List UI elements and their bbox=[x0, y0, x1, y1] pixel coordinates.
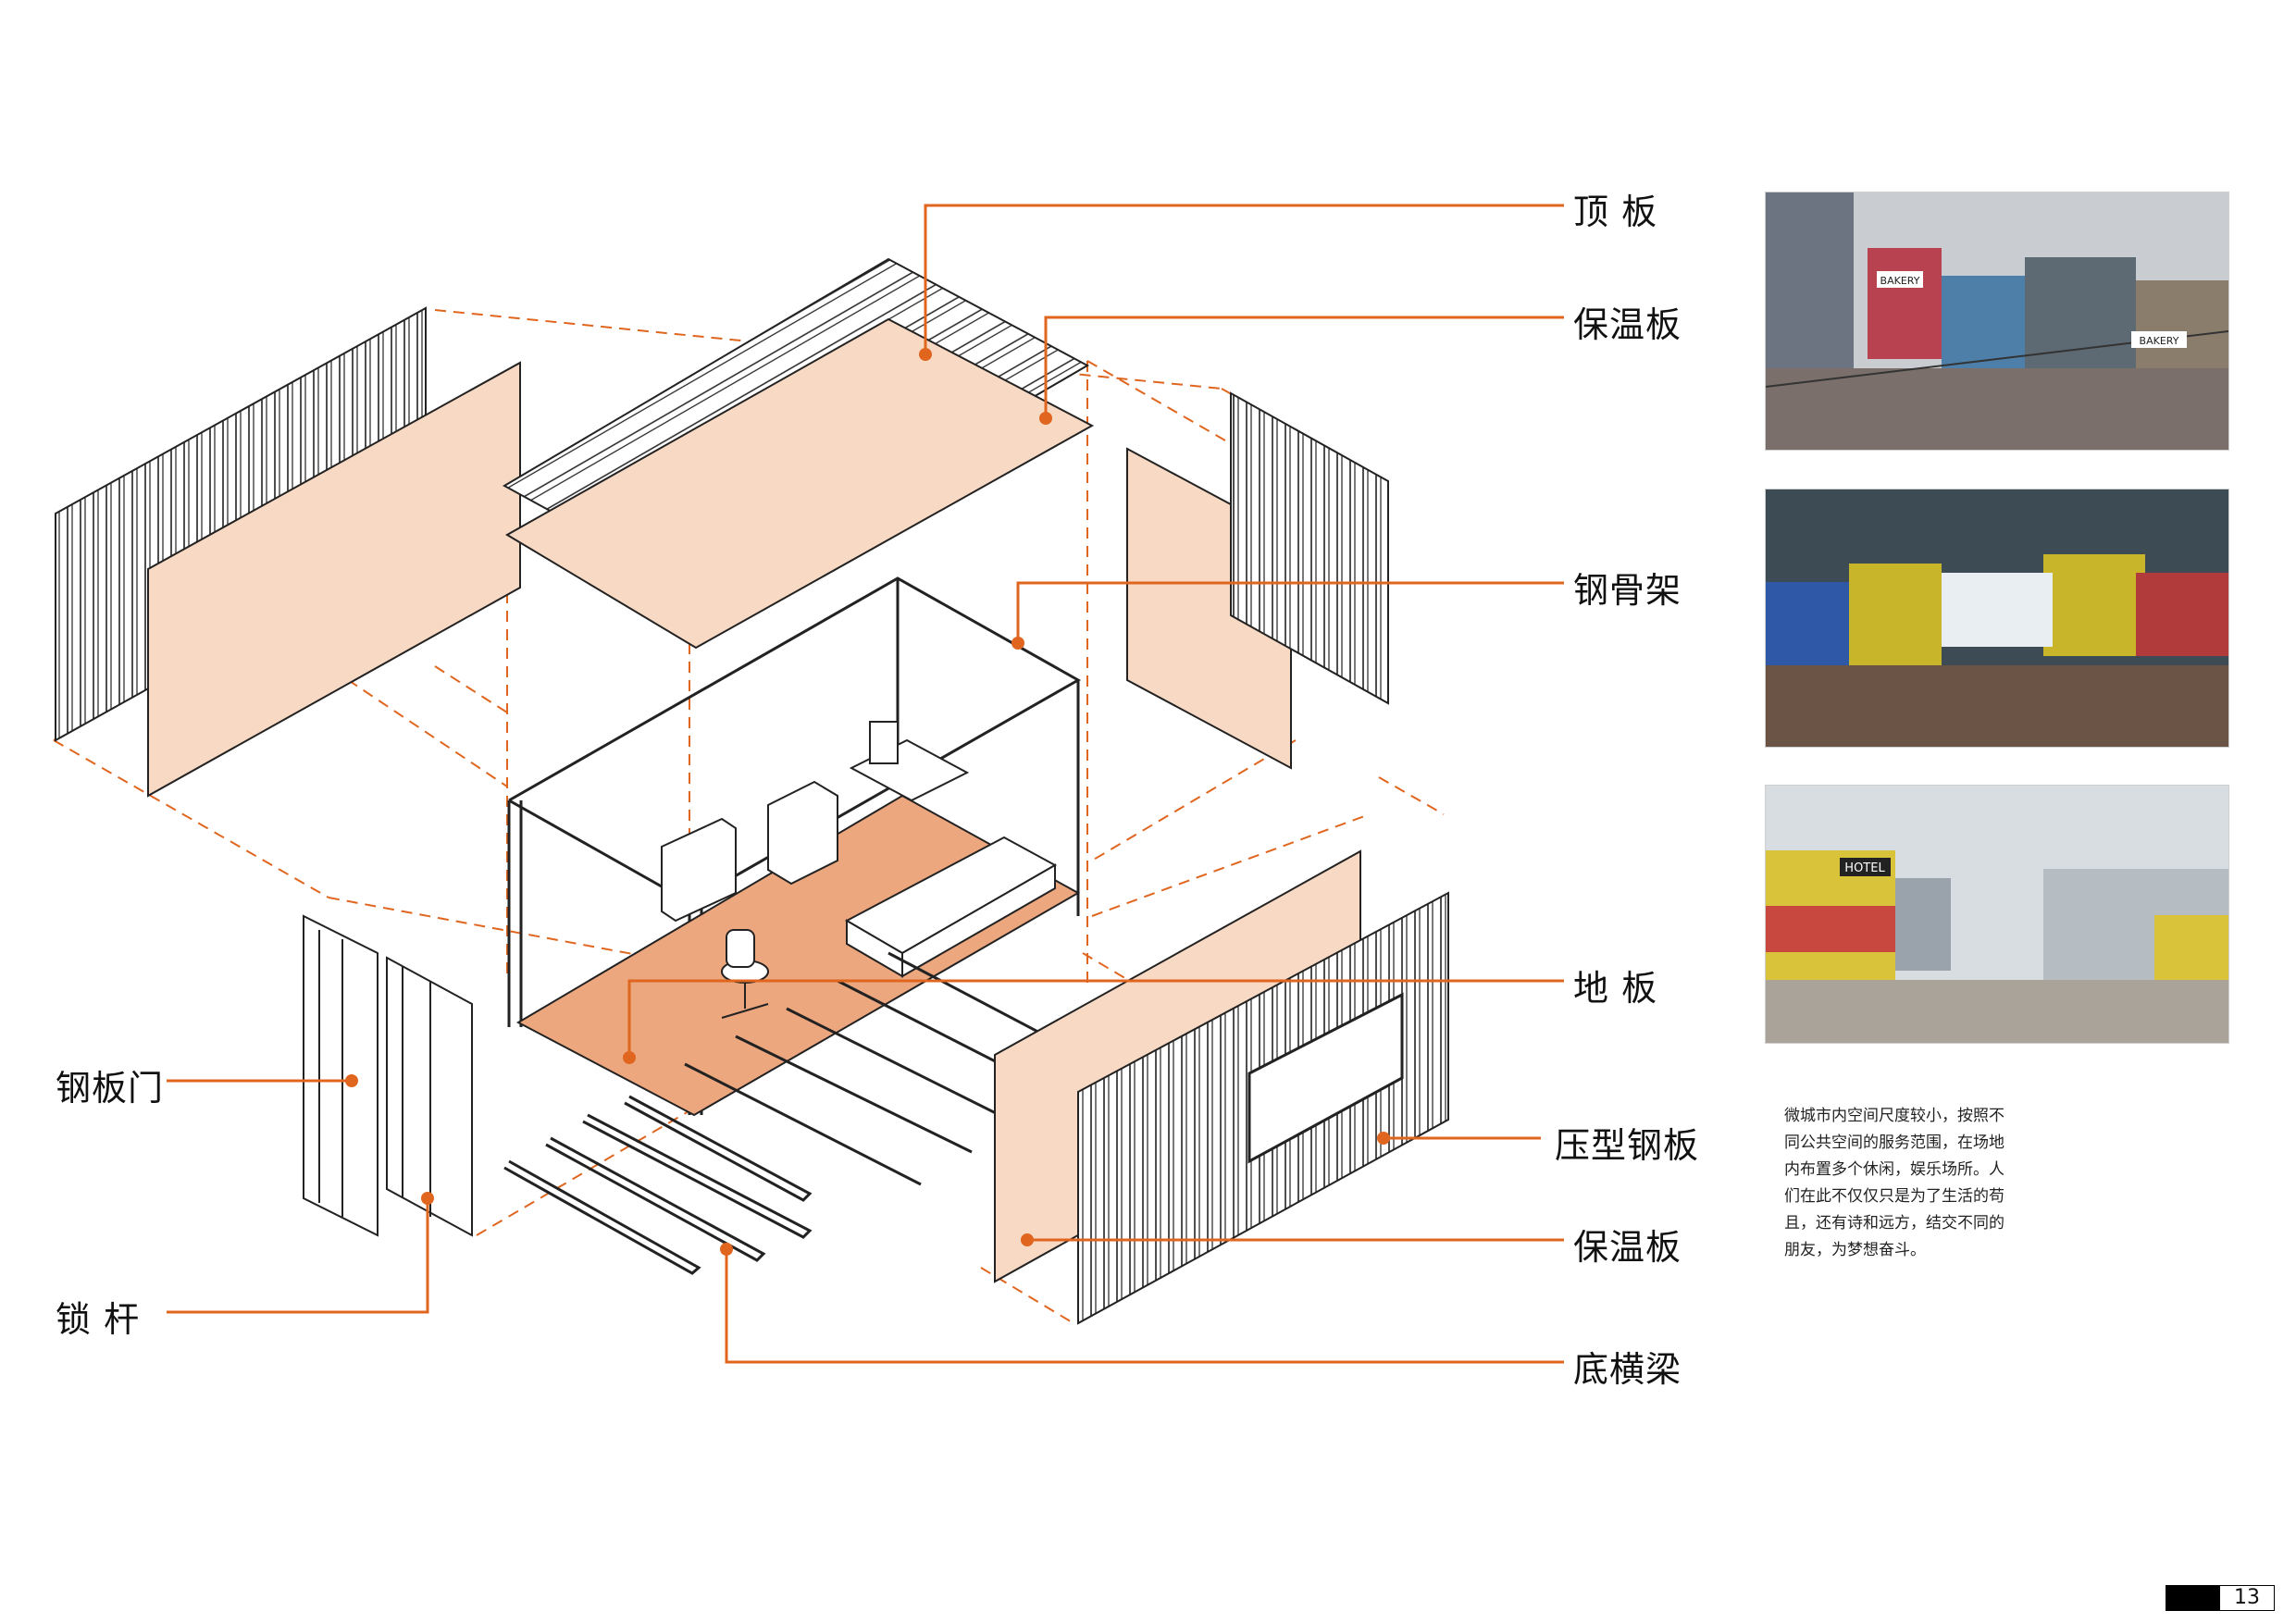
label-steel-door: 钢板门 bbox=[56, 1068, 165, 1109]
photo-hotel-plaza: HOTEL bbox=[1765, 785, 2229, 1044]
label-lock-bar: 锁 杆 bbox=[56, 1299, 141, 1340]
shelves bbox=[767, 780, 838, 886]
page-marker bbox=[2166, 1585, 2219, 1611]
roof-insulation-panel bbox=[505, 317, 1095, 650]
callout-dots bbox=[345, 348, 1390, 1256]
photo-concert-hall bbox=[1765, 489, 2229, 748]
photo-market-street: BAKERY BAKERY bbox=[1765, 192, 2229, 451]
label-bottom-beam: 底横梁 bbox=[1573, 1349, 1682, 1390]
window bbox=[1247, 992, 1404, 1164]
label-insulation-top: 保温板 bbox=[1573, 304, 1682, 345]
sign-text-1: BAKERY bbox=[1880, 275, 1920, 287]
wardrobe bbox=[661, 817, 737, 923]
bakery-sign-2 bbox=[2131, 331, 2187, 348]
bed bbox=[844, 836, 1058, 978]
hotel-sign-text: HOTEL bbox=[1844, 861, 1885, 875]
label-steel-frame: 钢骨架 bbox=[1573, 570, 1682, 611]
label-corrugated-steel: 压型钢板 bbox=[1555, 1125, 1700, 1166]
steel-doors bbox=[303, 914, 473, 1237]
left-insulation-panel bbox=[147, 361, 521, 798]
desk bbox=[849, 721, 970, 802]
label-roof-panel: 顶 板 bbox=[1573, 192, 1658, 232]
description-text: 微城市内空间尺度较小，按照不同公共空间的服务范围，在场地内布置多个休闲，娱乐场所… bbox=[1784, 1107, 2004, 1259]
hotel-sign bbox=[1840, 858, 1891, 876]
bottom-beams bbox=[503, 951, 1065, 1275]
page-number: 13 bbox=[2219, 1585, 2275, 1611]
right-back-corrugated bbox=[1230, 391, 1389, 705]
sign-text-2: BAKERY bbox=[2140, 335, 2179, 347]
chair bbox=[721, 929, 769, 1019]
label-insulation-side: 保温板 bbox=[1573, 1227, 1682, 1268]
callout-lines bbox=[167, 204, 1564, 1364]
label-floor: 地 板 bbox=[1573, 968, 1658, 1009]
bakery-sign-1 bbox=[1877, 271, 1923, 288]
